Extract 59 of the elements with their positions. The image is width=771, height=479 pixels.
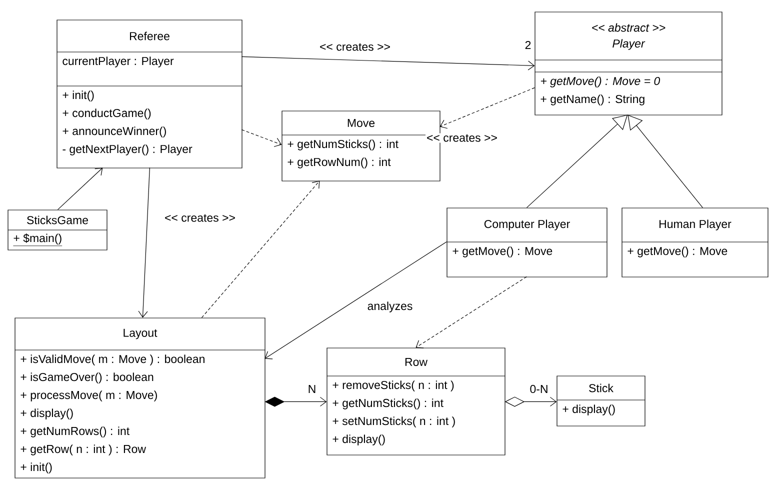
- method-label: + getRow( n : int ) : Row: [20, 444, 146, 456]
- arrow: [57, 168, 103, 210]
- multiplicity-label: 0-N: [530, 384, 548, 394]
- method-label: + init(): [62, 90, 94, 102]
- attribute-label: currentPlayer : Player: [62, 56, 174, 68]
- arrow: [201, 180, 320, 318]
- arrow: [526, 114, 628, 208]
- class-box: [534, 12, 722, 116]
- class-box: [56, 20, 242, 168]
- method-label: + getName() : String: [540, 94, 644, 106]
- class-name: Move: [348, 119, 375, 127]
- class-box: [14, 318, 266, 478]
- arrow: [241, 56, 535, 70]
- method-label: + processMove( m : Move): [20, 390, 157, 402]
- class-box: [446, 208, 608, 278]
- class-name: Computer Player: [484, 220, 570, 230]
- arrow: [241, 129, 282, 147]
- edge-label: << creates >>: [165, 214, 235, 222]
- arrow: [628, 114, 703, 208]
- method-label: + getNumSticks() : int: [288, 140, 398, 150]
- edge-label: analyzes: [368, 302, 412, 312]
- method-label: + isGameOver() : boolean: [20, 372, 154, 384]
- method-label: + getRowNum() : int: [288, 158, 391, 168]
- method-label: + display(): [562, 404, 615, 416]
- method-label: + $main(): [13, 234, 62, 246]
- class-name: SticksGame: [27, 216, 88, 224]
- class-box: [556, 376, 646, 426]
- arrow: [138, 167, 150, 318]
- class-name: Layout: [124, 328, 158, 340]
- class-name: Referee: [130, 32, 170, 40]
- arrow: [264, 241, 447, 360]
- method-label: + display(): [20, 408, 73, 420]
- method-label: + getMove() : Move: [452, 246, 552, 258]
- arrow: [416, 276, 527, 348]
- edge-label: << creates >>: [320, 43, 390, 51]
- method-label: + conductGame(): [62, 108, 151, 120]
- method-label: + init(): [20, 462, 52, 474]
- class-box: [8, 210, 108, 250]
- class-name: Stick: [589, 384, 614, 392]
- class-box: [622, 208, 768, 278]
- class-box: [282, 110, 440, 182]
- multiplicity-label: N: [308, 385, 316, 393]
- class-name: Human Player: [660, 220, 732, 230]
- edge-label: << creates >>: [427, 134, 497, 142]
- method-label: + isValidMove( m : Move ) : boolean: [20, 354, 204, 366]
- class-box: [326, 348, 506, 456]
- method-label: + display(): [332, 434, 385, 446]
- method-label: + getMove() : Move = 0: [540, 76, 660, 88]
- method-label: + announceWinner(): [62, 126, 166, 138]
- method-label: + getNumRows() : int: [20, 426, 130, 438]
- method-label: + getNumSticks() : int: [332, 398, 444, 410]
- class-name: Row: [405, 358, 428, 366]
- arrow: [440, 87, 535, 129]
- stereotype-label: << abstract >>: [592, 23, 666, 32]
- method-label: + setNumSticks( n : int ): [332, 416, 455, 428]
- method-label: + removeSticks( n : int ): [332, 380, 454, 392]
- class-name: Player: [612, 39, 646, 50]
- method-label: - getNextPlayer() : Player: [62, 144, 192, 156]
- method-label: + getMove() : Move: [628, 246, 728, 258]
